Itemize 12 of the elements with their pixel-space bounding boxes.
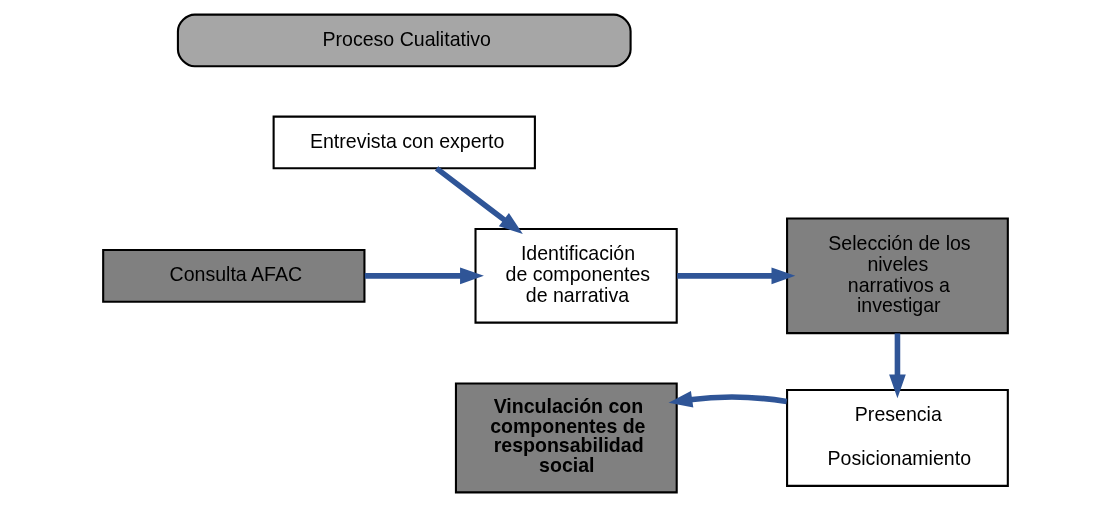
arrow [889,332,906,398]
node-box: Identificación de componentes de narrativa [474,227,678,324]
node-box: Consulta AFAC [102,248,366,303]
arrow [434,165,523,234]
arrow [364,267,484,284]
node-box: Presencia Posicionamiento [786,388,1009,487]
node-box: Selección de los niveles narrativos a investigar [786,217,1009,334]
node-box: Vinculación con componentes de responsabilidad social [454,381,678,493]
arrow [677,267,796,284]
arrow [668,390,788,408]
node-box: Proceso Cualitativo [176,13,632,67]
node-box: Entrevista con experto [272,115,536,169]
